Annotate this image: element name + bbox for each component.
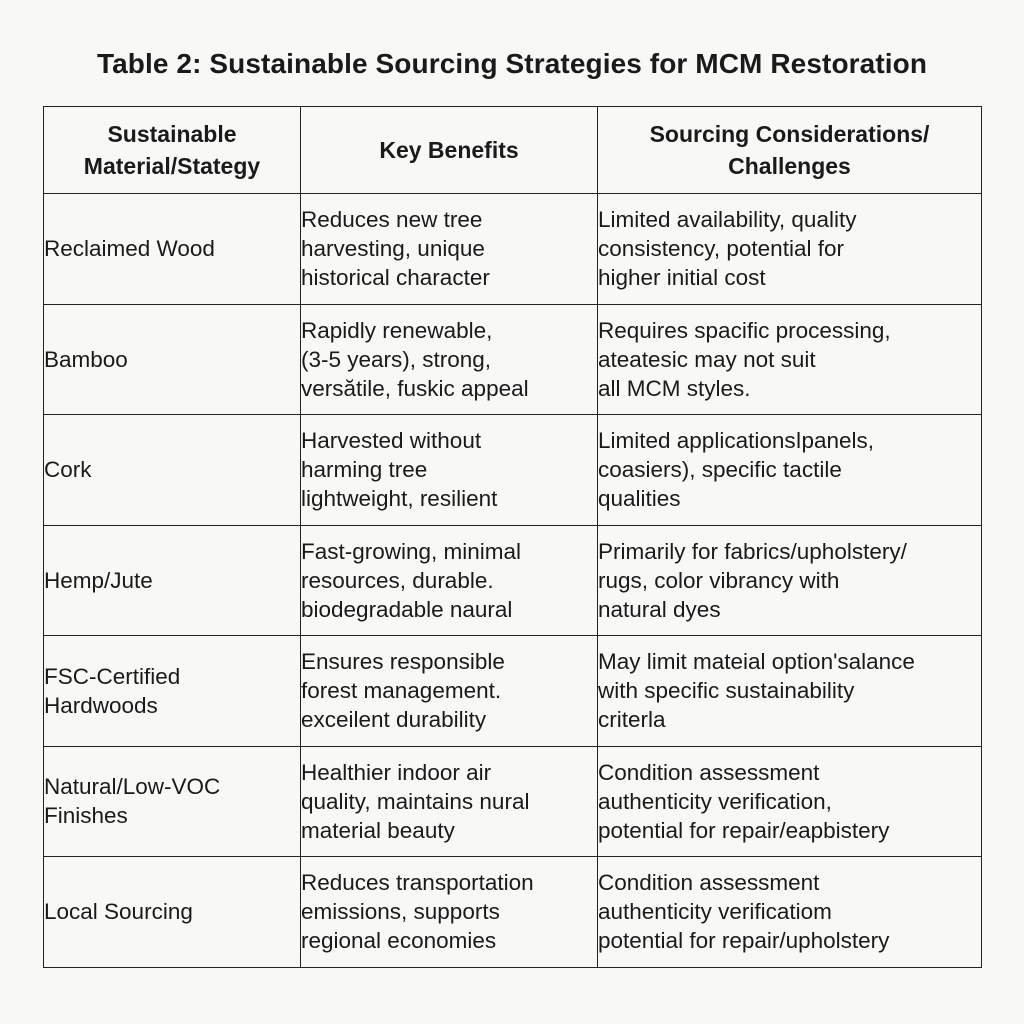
table-row: Cork Harvested without harming tree ligh… (43, 414, 982, 526)
table-row: Bamboo Rapidly renewable, (3-5 years), s… (43, 303, 982, 415)
considerations-cell: Limited availability, quality consistenc… (597, 193, 982, 305)
considerations-cell: Limited applicationsǀpanels, coasiers), … (597, 414, 982, 526)
material-cell: FSC-Certified Hardwoods (43, 635, 301, 747)
material-cell: Cork (43, 414, 301, 526)
table-row: Hemp/Jute Fast-growing, minimal resource… (43, 524, 982, 636)
considerations-cell: May limit mateial option'salance with sp… (597, 635, 982, 747)
header-considerations: Sourcing Considerations/ Challenges (597, 106, 982, 194)
benefits-cell: Ensures responsible forest management. e… (300, 635, 598, 747)
table-row: FSC-Certified Hardwoods Ensures responsi… (43, 635, 982, 747)
sourcing-strategies-table: Sustainable Material/Stategy Key Benefit… (43, 106, 982, 968)
header-material: Sustainable Material/Stategy (43, 106, 301, 194)
table-row: Natural/Low-VOC Finishes Healthier indoo… (43, 745, 982, 857)
benefits-cell: Healthier indoor air quality, maintains … (300, 745, 598, 857)
table-title: Table 2: Sustainable Sourcing Strategies… (96, 48, 928, 79)
table-row: Reclaimed Wood Reduces new tree harvesti… (43, 193, 982, 305)
benefits-cell: Reduces new tree harvesting, unique hist… (300, 193, 598, 305)
benefits-cell: Rapidly renewable, (3-5 years), strong, … (300, 303, 598, 415)
considerations-cell: Primarily for fabrics/upholstery/ rugs, … (597, 524, 982, 636)
table-row: Local Sourcing Reduces transportation em… (43, 856, 982, 968)
material-cell: Reclaimed Wood (43, 193, 301, 305)
material-cell: Hemp/Jute (43, 524, 301, 636)
benefits-cell: Harvested without harming tree lightweig… (300, 414, 598, 526)
benefits-cell: Reduces transportation emissions, suppor… (300, 856, 598, 968)
considerations-cell: Condition assessment authenticity verifi… (597, 856, 982, 968)
header-benefits: Key Benefits (300, 106, 598, 194)
material-cell: Natural/Low-VOC Finishes (43, 745, 301, 857)
material-cell: Local Sourcing (43, 856, 301, 968)
material-cell: Bamboo (43, 303, 301, 415)
considerations-cell: Condition assessment authenticity verifi… (597, 745, 982, 857)
considerations-cell: Requires spacific processing, ateatesic … (597, 303, 982, 415)
table-header-row: Sustainable Material/Stategy Key Benefit… (43, 106, 982, 194)
benefits-cell: Fast-growing, minimal resources, durable… (300, 524, 598, 636)
